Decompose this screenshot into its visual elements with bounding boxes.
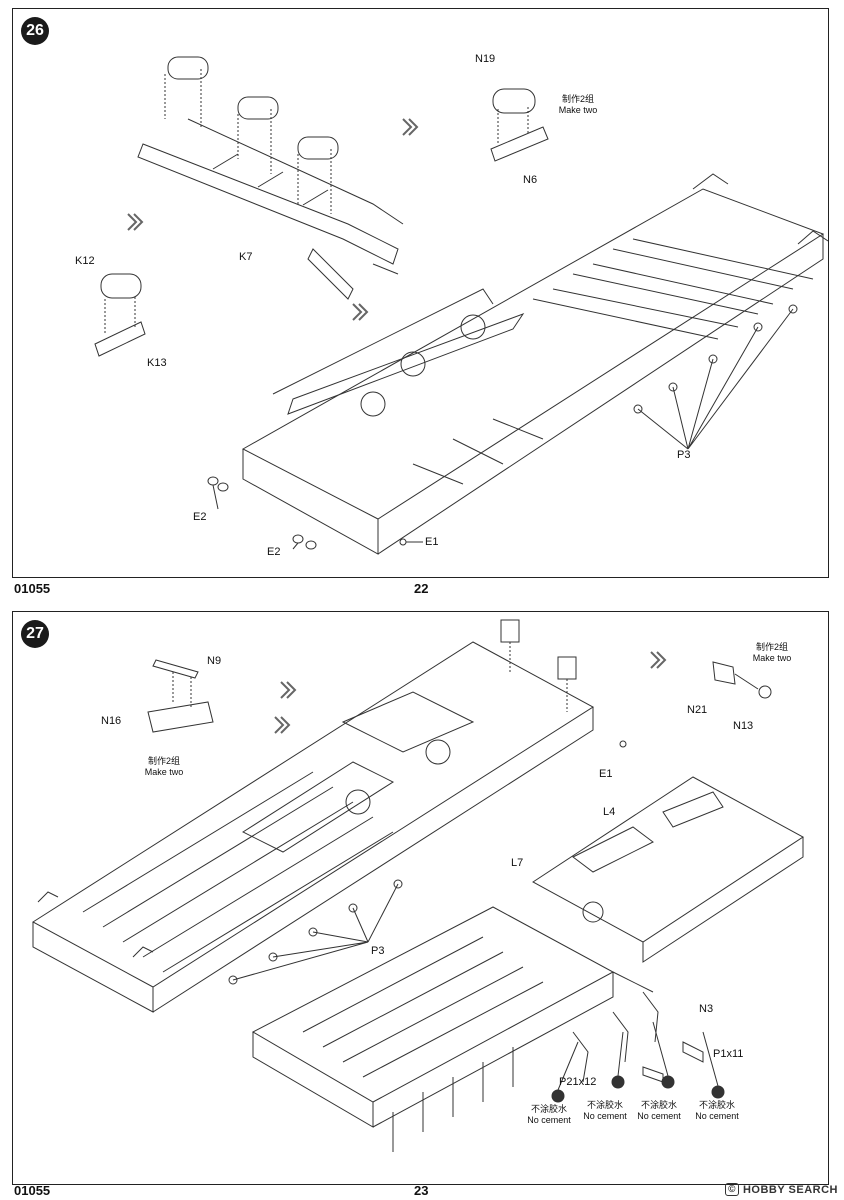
watermark: © HOBBY SEARCH (725, 1183, 838, 1196)
part-label-n19: N19 (475, 53, 496, 65)
part-label-p1x11: P1x11 (713, 1048, 744, 1060)
part-label-l7: L7 (511, 857, 524, 869)
part-label-p3: P3 (677, 449, 691, 461)
no-cement-note-cn-2: 不涂胶水 (586, 1100, 623, 1110)
step-26-illustration (94, 56, 828, 555)
part-label-n3: N3 (699, 1003, 714, 1015)
make-two-note-en: Make two (558, 105, 598, 115)
part-label-n9: N9 (207, 655, 222, 667)
part-label-n16: N16 (101, 715, 122, 727)
watermark-text: HOBBY SEARCH (742, 1183, 838, 1196)
k7-frame-drawing (137, 56, 404, 300)
make-two-note-cn: 制作2组 (561, 94, 594, 104)
step-number-badge: 27 (21, 620, 49, 648)
part-label-n21: N21 (687, 704, 708, 716)
instruction-panel-step-26: 26 (12, 8, 829, 578)
watermark-logo-icon: © (725, 1183, 739, 1196)
footer-code-right-page: 01055 (14, 1183, 51, 1198)
no-cement-note-en-3: No cement (637, 1111, 681, 1121)
make-two-note-cn-left: 制作2组 (147, 756, 180, 766)
trailer-chassis-drawing (241, 173, 828, 555)
make-two-note-cn-right: 制作2组 (755, 642, 788, 652)
part-label-k13: K13 (147, 357, 167, 369)
instruction-panel-step-27: 27 (12, 611, 829, 1185)
no-cement-note-en-2: No cement (583, 1111, 627, 1121)
part-label-n13: N13 (733, 720, 754, 732)
no-cement-note-en-4: No cement (695, 1111, 739, 1121)
no-cement-note-cn-4: 不涂胶水 (698, 1100, 735, 1110)
part-label-k12: K12 (75, 255, 95, 267)
no-cement-note-cn-1: 不涂胶水 (530, 1104, 567, 1114)
page-number-22: 22 (414, 581, 429, 596)
part-label-e2-lower: E2 (267, 546, 281, 558)
no-cement-note-en-1: No cement (527, 1115, 571, 1125)
part-label-e2-upper: E2 (193, 511, 207, 523)
page-number-23: 23 (414, 1183, 429, 1198)
part-label-p3: P3 (371, 945, 385, 957)
chassis-right-drawing (251, 776, 804, 1152)
step-27-illustration (32, 619, 804, 1152)
part-label-e1: E1 (599, 768, 613, 780)
no-cement-note-cn-3: 不涂胶水 (640, 1100, 677, 1110)
part-label-n6: N6 (523, 174, 538, 186)
make-two-note-en-left: Make two (144, 767, 184, 777)
footer-code-left-page: 01055 (14, 581, 51, 596)
part-label-k7: K7 (239, 251, 253, 263)
part-label-p21x12: P21x12 (559, 1076, 597, 1088)
part-label-e1: E1 (425, 536, 439, 548)
step-number-badge: 26 (21, 17, 49, 45)
part-label-l4: L4 (603, 806, 616, 818)
make-two-note-en-right: Make two (752, 653, 792, 663)
chassis-left-drawing (32, 619, 627, 1013)
